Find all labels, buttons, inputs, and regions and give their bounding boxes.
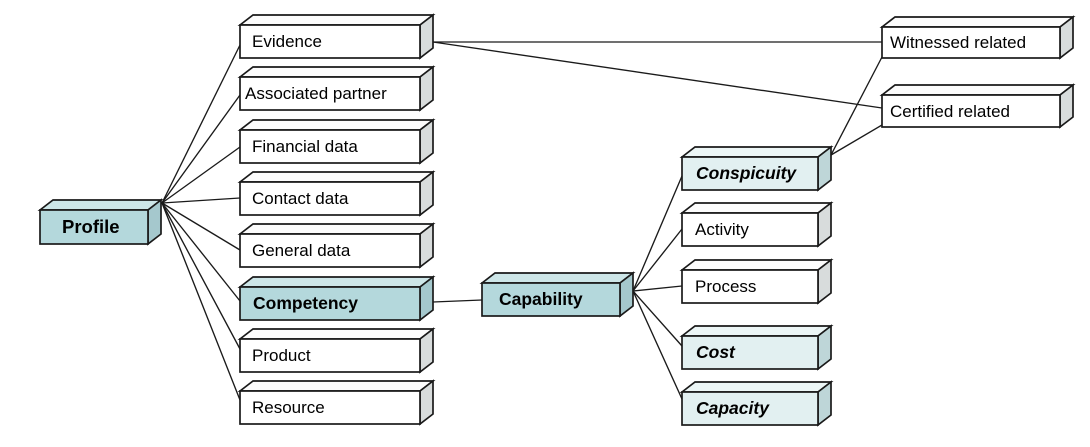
edge-competency-capability (432, 299, 483, 303)
node-conspicuity: Conspicuity (679, 145, 834, 192)
node-certified-related: Certified related (879, 83, 1076, 129)
node-resource-label: Resource (252, 398, 325, 417)
node-resource-front-face (239, 390, 421, 425)
node-resource: Resource (237, 379, 436, 426)
node-competency-label: Competency (253, 293, 358, 313)
node-financial-data: Financial data (237, 118, 436, 165)
edge-profile-contact-data (161, 197, 241, 204)
edge-capability-process (632, 285, 683, 292)
node-profile: Profile (37, 198, 164, 246)
node-profile-top-face (37, 199, 164, 211)
node-process-top-face (679, 259, 834, 271)
node-resource-top-face (237, 380, 436, 392)
node-capability: Capability (479, 271, 636, 318)
edge-evidence-certified-related (432, 41, 883, 109)
node-competency-front-face (239, 286, 421, 321)
node-evidence-top-face (237, 14, 436, 26)
node-witnessed-related-label: Witnessed related (890, 33, 1026, 52)
node-product: Product (237, 327, 436, 374)
node-cost: Cost (679, 324, 834, 371)
node-cost-top-face (679, 325, 834, 337)
node-certified-related-top-face (879, 84, 1076, 96)
node-conspicuity-front-face (681, 156, 819, 191)
node-activity: Activity (679, 201, 834, 248)
node-evidence-front-face (239, 24, 421, 59)
node-associated-partner-front-face (239, 76, 421, 111)
node-evidence-label: Evidence (252, 32, 322, 51)
node-general-data-label: General data (252, 241, 351, 260)
node-capability-front-face (481, 282, 621, 317)
node-contact-data: Contact data (237, 170, 436, 217)
node-evidence: Evidence (237, 13, 436, 60)
edge-conspicuity-witnessed-related (830, 56, 883, 156)
node-capability-label: Capability (499, 289, 583, 309)
edge-profile-product (161, 202, 241, 350)
node-contact-data-label: Contact data (252, 189, 349, 208)
node-process-front-face (681, 269, 819, 304)
node-associated-partner-top-face (237, 66, 436, 78)
node-certified-related-front-face (881, 94, 1061, 128)
node-capacity-front-face (681, 391, 819, 426)
node-financial-data-label: Financial data (252, 137, 358, 156)
node-competency: Competency (237, 275, 436, 322)
edge-profile-general-data (161, 202, 241, 251)
node-process-label: Process (695, 277, 756, 296)
node-capacity-top-face (679, 381, 834, 393)
node-witnessed-related-front-face (881, 26, 1061, 59)
edge-capability-conspicuity (632, 175, 683, 292)
node-contact-data-front-face (239, 181, 421, 216)
node-financial-data-front-face (239, 129, 421, 164)
node-general-data: General data (237, 222, 436, 269)
node-product-top-face (237, 328, 436, 340)
edge-profile-evidence (161, 44, 241, 204)
node-conspicuity-top-face (679, 146, 834, 158)
node-product-front-face (239, 338, 421, 373)
node-activity-label: Activity (695, 220, 749, 239)
edge-profile-associated-partner (161, 94, 241, 204)
node-general-data-front-face (239, 233, 421, 268)
node-general-data-top-face (237, 223, 436, 235)
node-cost-label: Cost (696, 342, 736, 362)
node-conspicuity-label: Conspicuity (696, 163, 797, 183)
node-competency-top-face (237, 276, 436, 288)
node-activity-front-face (681, 212, 819, 247)
node-process: Process (679, 258, 834, 305)
edge-profile-competency (161, 202, 241, 302)
node-witnessed-related: Witnessed related (879, 15, 1076, 60)
edge-capability-cost (632, 290, 683, 347)
node-financial-data-top-face (237, 119, 436, 131)
connector-lines (161, 41, 883, 401)
node-contact-data-top-face (237, 171, 436, 183)
edge-capability-activity (632, 228, 683, 292)
edge-capability-capacity (632, 290, 683, 400)
edge-profile-resource (161, 202, 241, 401)
node-cost-front-face (681, 335, 819, 370)
node-certified-related-label: Certified related (890, 102, 1010, 121)
node-capability-top-face (479, 272, 636, 284)
node-capacity: Capacity (679, 380, 834, 427)
node-witnessed-related-top-face (879, 16, 1076, 28)
node-capacity-label: Capacity (696, 398, 770, 418)
node-profile-label: Profile (62, 216, 120, 237)
edge-profile-financial-data (161, 146, 241, 204)
node-profile-front-face (39, 209, 149, 245)
edge-conspicuity-certified-related (830, 124, 883, 156)
node-activity-top-face (679, 202, 834, 214)
node-associated-partner-label: Associated partner (245, 84, 387, 103)
node-associated-partner: Associated partner (237, 65, 436, 112)
node-product-label: Product (252, 346, 311, 365)
